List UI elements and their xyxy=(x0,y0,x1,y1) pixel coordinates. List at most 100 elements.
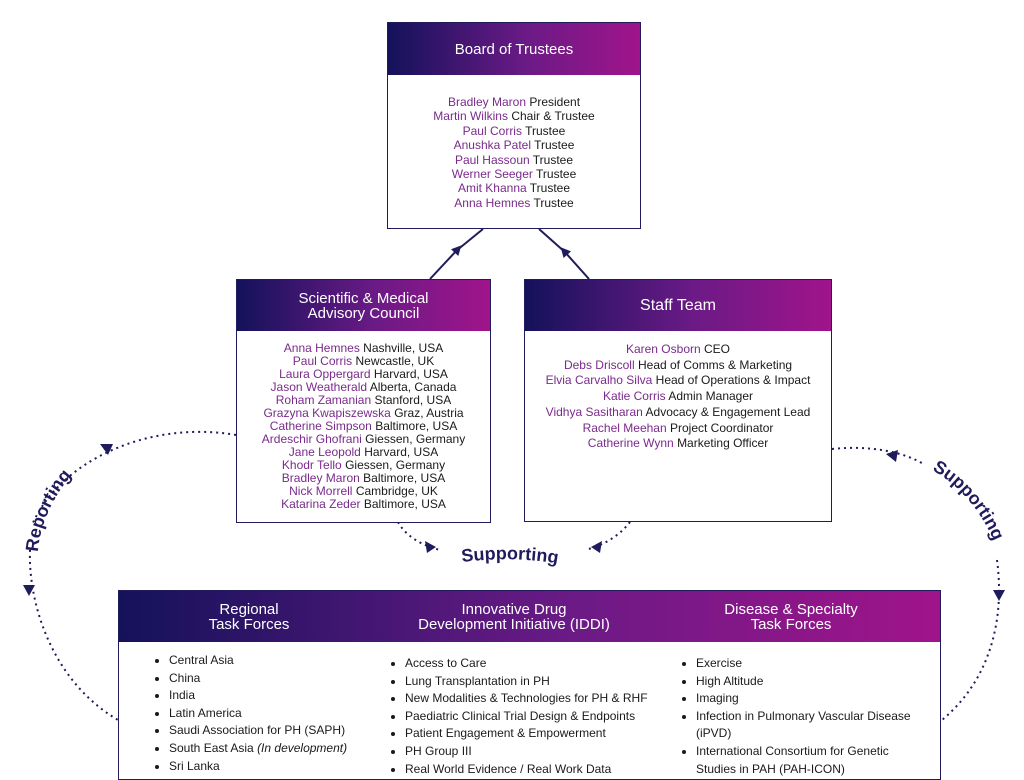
smac-members: Anna Hemnes Nashville, USA Paul Corris N… xyxy=(237,331,490,511)
staff-team-box: Staff Team Karen Osborn CEO Debs Driscol… xyxy=(524,279,832,522)
smac-member: Bradley Maron Baltimore, USA xyxy=(237,472,490,485)
smac-member: Jane Leopold Harvard, USA xyxy=(237,446,490,459)
list-item: Patient Engagement & Empowerment xyxy=(405,725,667,743)
board-of-trustees-box: Board of Trustees Bradley Maron Presiden… xyxy=(387,22,641,229)
member-location: Giessen, Germany xyxy=(345,458,446,472)
regional-column: Central Asia China India Latin America S… xyxy=(151,652,371,775)
member-name: Jason Weatherald xyxy=(270,380,368,394)
staff-member: Vidhya Sasitharan Advocacy & Engagement … xyxy=(525,405,831,421)
disease-header: Disease & Specialty Task Forces xyxy=(691,602,891,632)
member-name: Vidhya Sasitharan xyxy=(545,404,643,419)
reporting-arrowhead-top xyxy=(100,444,113,455)
list-item: Latin America xyxy=(169,705,371,723)
member-location: Stanford, USA xyxy=(374,393,452,407)
member-name: Laura Oppergard xyxy=(279,367,371,381)
disease-column: Exercise High Altitude Imaging Infection… xyxy=(678,655,928,778)
reporting-label: Reporting xyxy=(22,465,75,552)
member-role: Trustee xyxy=(533,195,574,210)
member-name: Bradley Maron xyxy=(447,95,526,109)
task-forces-header: Regional Task Forces Innovative Drug Dev… xyxy=(119,591,940,642)
smac-member: Grazyna Kwapiszewska Graz, Austria xyxy=(237,407,490,420)
list-item: High Altitude xyxy=(696,673,928,691)
in-development-note: (In development) xyxy=(257,740,348,755)
member-location: Baltimore, USA xyxy=(375,419,458,433)
member-name: Khodr Tello xyxy=(281,458,342,472)
staff-board-line xyxy=(538,228,567,254)
iddi-header: Innovative Drug Development Initiative (… xyxy=(389,602,639,632)
member-name: Amit Khanna xyxy=(457,181,527,196)
smac-member: Jason Weatherald Alberta, Canada xyxy=(237,381,490,394)
reporting-arc xyxy=(31,430,237,526)
supporting-right-arrowhead-top xyxy=(886,450,898,462)
member-role: Head of Operations & Impact xyxy=(655,373,811,388)
member-name: Martin Wilkins xyxy=(433,109,508,124)
list-item: Central Asia xyxy=(169,652,371,670)
member-name: Paul Corris xyxy=(292,354,353,368)
iddi-title-line1: Innovative Drug xyxy=(461,600,567,618)
smac-member: Khodr Tello Giessen, Germany xyxy=(237,459,490,472)
member-name: Werner Seeger xyxy=(451,167,533,182)
member-role: Trustee xyxy=(534,138,575,153)
list-item: Exercise xyxy=(696,655,928,673)
smac-title-line2: Advisory Council xyxy=(307,304,420,322)
member-name: Jane Leopold xyxy=(288,445,361,459)
staff-member: Katie Corris Admin Manager xyxy=(525,389,831,405)
member-role: Trustee xyxy=(529,181,571,196)
member-role: Trustee xyxy=(525,123,566,138)
list-item: International Consortium for Genetic Stu… xyxy=(696,743,928,778)
member-name: Anushka Patel xyxy=(453,138,531,153)
member-role: Project Coordinator xyxy=(670,420,774,435)
member-name: Paul Corris xyxy=(462,123,522,138)
reporting-arrowhead-bottom xyxy=(23,585,35,596)
supporting-right-arrowhead-bottom xyxy=(993,590,1005,601)
member-name: Elvia Carvalho Silva xyxy=(545,373,653,388)
board-member: Bradley Maron President xyxy=(388,95,640,109)
member-name: Karen Osborn xyxy=(625,342,701,356)
list-item: Sri Lanka xyxy=(169,758,371,776)
smac-member: Anna Hemnes Nashville, USA xyxy=(237,342,490,355)
board-title: Board of Trustees xyxy=(454,40,574,58)
smac-member: Ardeschir Ghofrani Giessen, Germany xyxy=(237,433,490,446)
member-name: Debs Driscoll xyxy=(563,357,635,372)
supporting-right-arc-bottom xyxy=(941,559,1000,721)
member-location: Cambridge, UK xyxy=(355,484,438,498)
member-name: Catherine Simpson xyxy=(269,419,372,433)
list-item: Access to Care xyxy=(405,655,667,673)
board-member: Martin Wilkins Chair & Trustee xyxy=(388,109,640,123)
list-item: India xyxy=(169,687,371,705)
member-location: Nashville, USA xyxy=(363,341,444,355)
smac-box: Scientific & Medical Advisory Council An… xyxy=(236,279,491,523)
member-name: Katie Corris xyxy=(602,389,666,404)
smac-to-board-arrow xyxy=(429,245,462,280)
list-item: China xyxy=(169,670,371,688)
reporting-label-text: Reporting xyxy=(22,465,75,552)
task-forces-body: Central Asia China India Latin America S… xyxy=(119,642,940,779)
smac-member: Catherine Simpson Baltimore, USA xyxy=(237,420,490,433)
disease-title-line2: Task Forces xyxy=(750,615,832,633)
member-role: Head of Comms & Marketing xyxy=(637,357,793,372)
list-item: Imaging xyxy=(696,690,928,708)
staff-member: Karen Osborn CEO xyxy=(525,342,831,358)
member-role: Chair & Trustee xyxy=(511,109,595,124)
supporting-middle-label: Supporting xyxy=(460,543,560,567)
member-role: Trustee xyxy=(532,152,574,167)
list-item: New Modalities & Technologies for PH & R… xyxy=(405,690,667,708)
list-item: Infection in Pulmonary Vascular Disease … xyxy=(696,708,928,743)
staff-member: Debs Driscoll Head of Comms & Marketing xyxy=(525,358,831,374)
staff-member: Catherine Wynn Marketing Officer xyxy=(525,436,831,452)
member-name: Anna Hemnes xyxy=(283,341,360,355)
staff-member: Rachel Meehan Project Coordinator xyxy=(525,421,831,437)
member-role: Trustee xyxy=(536,167,577,182)
member-name: Roham Zamanian xyxy=(275,393,372,407)
smac-title-line1: Scientific & Medical xyxy=(298,289,429,307)
list-item: PH Group III xyxy=(405,743,667,761)
member-role: Advocacy & Engagement Lead xyxy=(645,404,811,419)
supporting-right-label-text: Supporting xyxy=(930,456,1008,543)
board-members: Bradley Maron President Martin Wilkins C… xyxy=(388,75,640,210)
list-item: South East Asia (In development) xyxy=(169,740,371,758)
member-location: Baltimore, USA xyxy=(363,471,446,485)
smac-member: Laura Oppergard Harvard, USA xyxy=(237,368,490,381)
staff-header: Staff Team xyxy=(525,280,831,331)
list-item: Real World Evidence / Real Work Data xyxy=(405,761,667,779)
